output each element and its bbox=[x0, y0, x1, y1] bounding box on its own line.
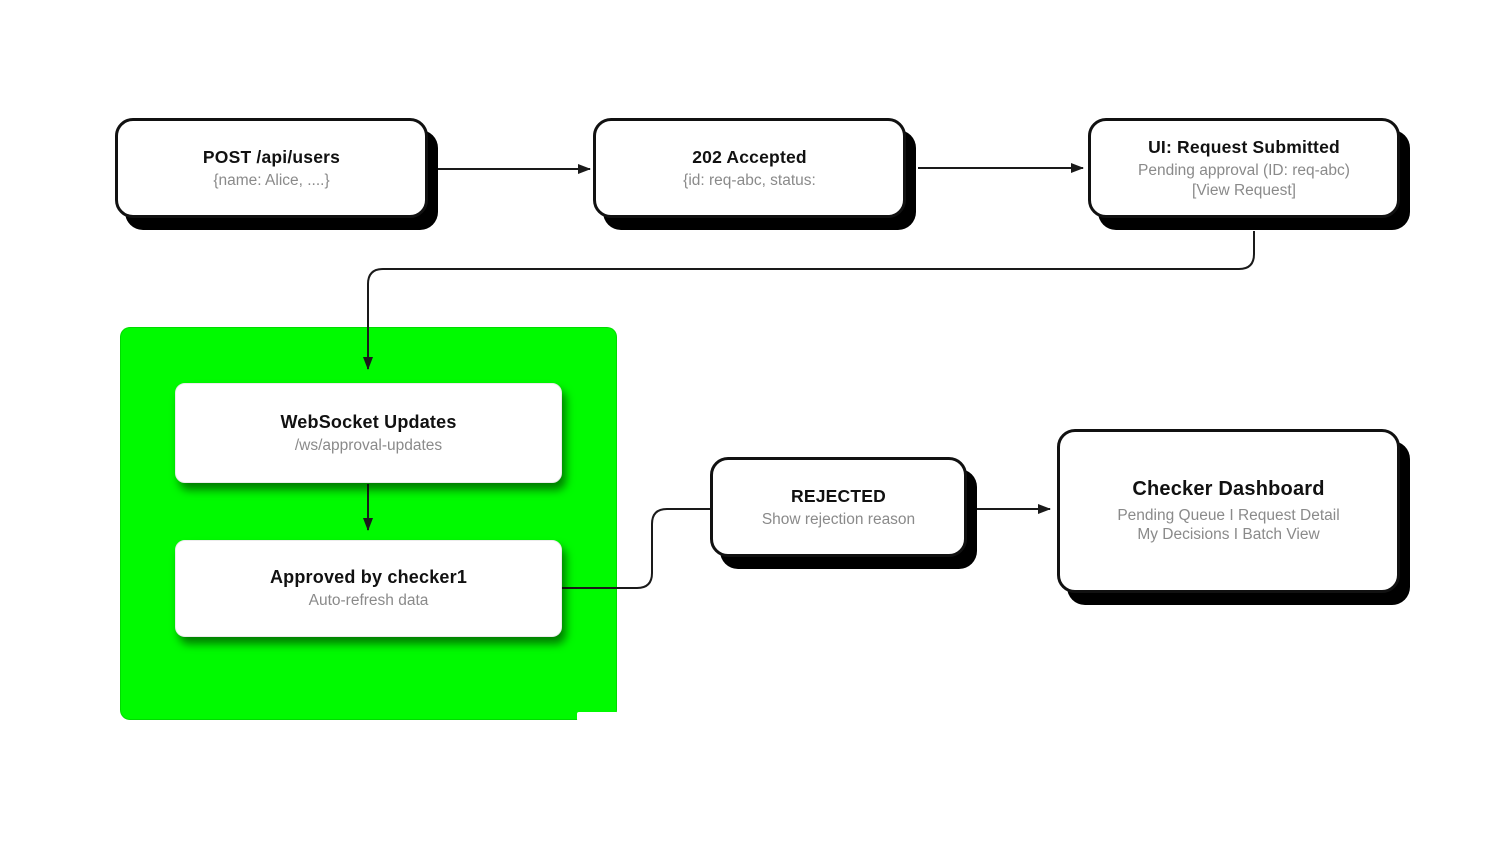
node-202-accepted[interactable]: 202 Accepted {id: req-abc, status: bbox=[593, 118, 906, 218]
node-title: Checker Dashboard bbox=[1132, 477, 1325, 500]
node-subtitle-line1: Pending approval (ID: req-abc) bbox=[1138, 162, 1350, 179]
resize-handle[interactable] bbox=[577, 712, 618, 721]
node-approved-by-checker1[interactable]: Approved by checker1 Auto-refresh data bbox=[175, 540, 562, 637]
node-rejected[interactable]: REJECTED Show rejection reason bbox=[710, 457, 967, 557]
node-subtitle-line2: My Decisions I Batch View bbox=[1137, 526, 1320, 543]
node-title: REJECTED bbox=[791, 485, 886, 506]
node-title: UI: Request Submitted bbox=[1148, 137, 1340, 157]
node-subtitle: /ws/approval-updates bbox=[294, 436, 443, 454]
node-checker-dashboard[interactable]: Checker Dashboard Pending Queue I Reques… bbox=[1057, 429, 1400, 593]
node-subtitle: {id: req-abc, status: bbox=[683, 171, 816, 189]
node-title: Approved by checker1 bbox=[269, 567, 468, 588]
view-request-link[interactable]: [View Request] bbox=[1192, 181, 1296, 199]
node-ui-request-submitted[interactable]: UI: Request Submitted Pending approval (… bbox=[1088, 118, 1400, 218]
node-title: WebSocket Updates bbox=[280, 411, 457, 432]
node-subtitle: Auto-refresh data bbox=[308, 592, 429, 610]
node-post-api-users[interactable]: POST /api/users {name: Alice, ....} bbox=[115, 118, 428, 218]
node-subtitle: {name: Alice, ....} bbox=[213, 171, 330, 189]
node-title: 202 Accepted bbox=[692, 146, 807, 167]
node-title: POST /api/users bbox=[202, 146, 341, 167]
node-subtitle-line1: Pending Queue I Request Detail bbox=[1117, 506, 1340, 524]
node-websocket-updates[interactable]: WebSocket Updates /ws/approval-updates bbox=[175, 383, 562, 483]
node-subtitle: Show rejection reason bbox=[761, 510, 916, 528]
